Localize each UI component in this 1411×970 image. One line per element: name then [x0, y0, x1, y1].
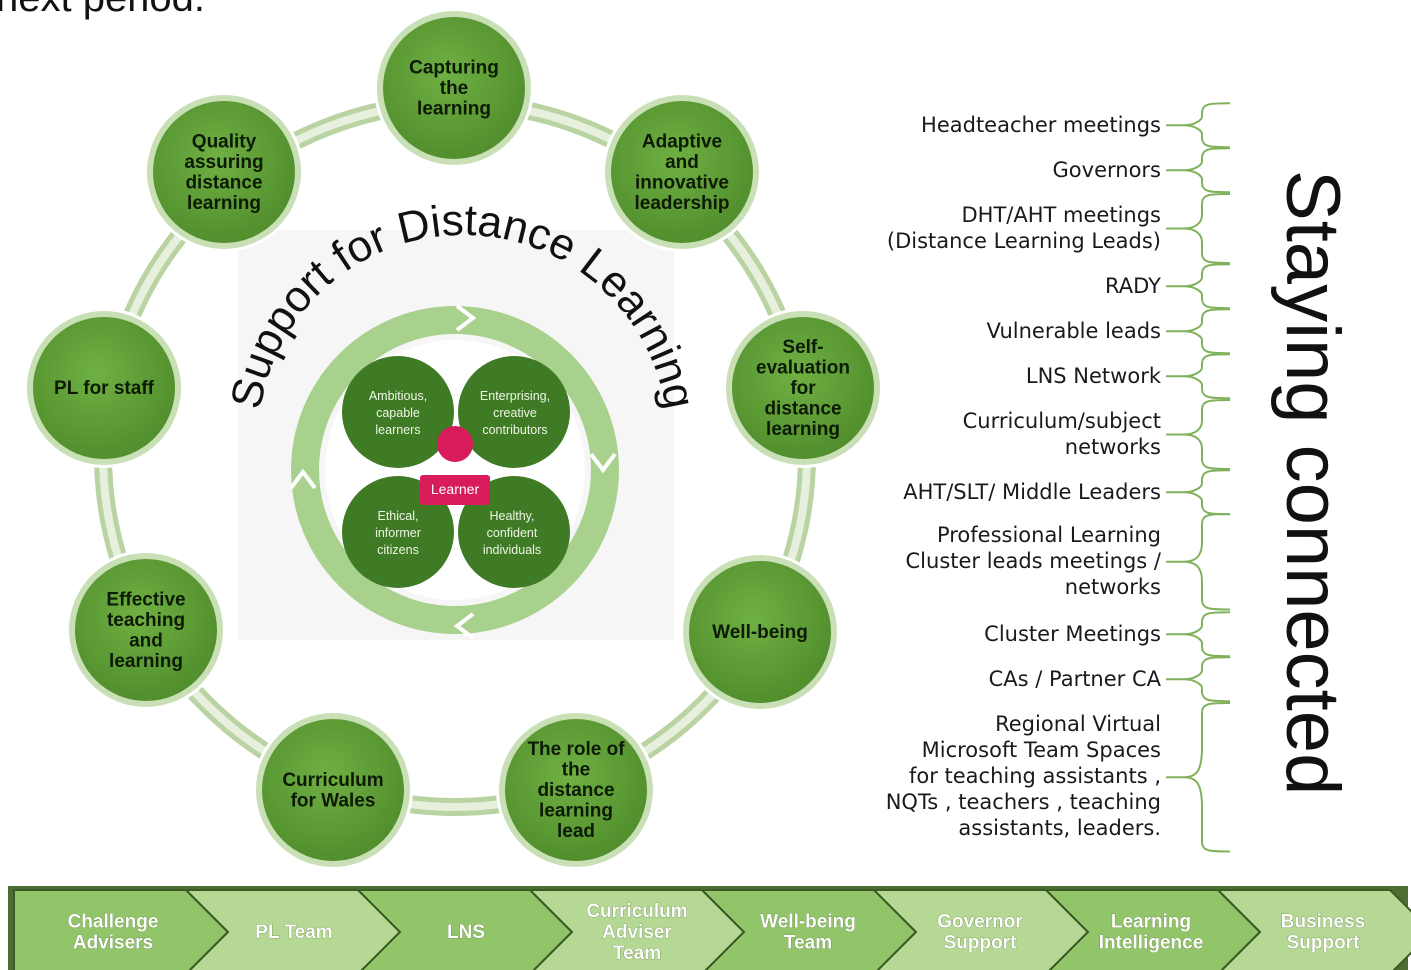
node-circle	[383, 17, 525, 159]
brace-connector	[1166, 513, 1231, 611]
team-chevron	[1215, 889, 1411, 970]
brace-connector	[1166, 263, 1231, 310]
cut-off-heading: next period.	[0, 0, 205, 21]
node-circle	[732, 317, 874, 459]
brace-connector	[1166, 193, 1231, 264]
learner-label: Learner	[431, 481, 480, 497]
team-label: LNS	[447, 922, 485, 943]
connection-lns-network: LNS Network	[1025, 364, 1161, 388]
cycle-arrow-icon	[455, 304, 477, 332]
connection-headteacher-meetings: Headteacher meetings	[921, 113, 1161, 137]
team-label: PL Team	[255, 922, 332, 943]
node-circle	[153, 101, 295, 243]
team-pl-team: PL Team	[183, 889, 402, 970]
connection-dht-aht-meetings-distance-learning-leads: DHT/AHT meetings(Distance Learning Leads…	[886, 203, 1161, 253]
node-circle	[689, 561, 831, 703]
brace-connector	[1166, 399, 1231, 470]
brace-connector	[1166, 469, 1231, 516]
cycle-arrow-icon	[289, 468, 317, 490]
staying-connected-title: Staying connected	[1270, 170, 1355, 796]
connection-rady: RADY	[1105, 274, 1161, 298]
learner-badge	[420, 475, 490, 505]
brace-connector	[1166, 353, 1231, 400]
node-label: Well-being	[712, 622, 808, 643]
cycle-diagram: Support for Distance LearningAmbitious,c…	[24, 8, 883, 870]
brace-connector	[1166, 308, 1231, 355]
connection-cluster-meetings: Cluster Meetings	[984, 622, 1161, 646]
learner-petal	[458, 356, 570, 468]
node-circle	[505, 719, 647, 861]
learner-head-icon	[437, 426, 473, 462]
node-pl-for-staff: PL for staff	[24, 308, 184, 468]
connection-cas-partner-ca: CAs / Partner CA	[988, 667, 1161, 691]
node-well-being: Well-being	[680, 552, 840, 712]
learner-petal	[342, 356, 454, 468]
brace-connector	[1166, 102, 1231, 149]
node-circle	[33, 317, 175, 459]
brace-connector	[1166, 611, 1231, 658]
node-circle	[75, 559, 217, 701]
connection-governors: Governors	[1052, 158, 1161, 182]
brace-connector	[1166, 656, 1231, 703]
brace-connector	[1166, 702, 1231, 853]
node-circle	[262, 719, 404, 861]
connection-aht-slt-middle-leaders: AHT/SLT/ Middle Leaders	[903, 480, 1161, 504]
cycle-arrow-icon	[453, 612, 475, 640]
node-circle	[611, 101, 753, 243]
brace-connector	[1166, 147, 1231, 194]
cycle-arrow-icon	[589, 452, 617, 474]
node-label: PL for staff	[54, 378, 155, 399]
connection-vulnerable-leads: Vulnerable leads	[986, 319, 1161, 343]
